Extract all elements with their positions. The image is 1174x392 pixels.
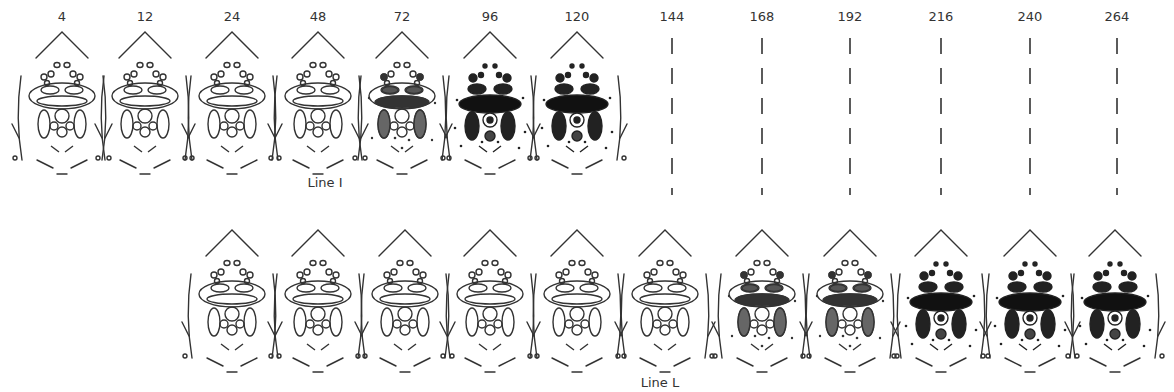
hour-label: 72 bbox=[394, 10, 411, 23]
hour-label: 192 bbox=[838, 10, 863, 23]
hour-label: 240 bbox=[1018, 10, 1043, 23]
dashed-line bbox=[672, 38, 1117, 195]
line-label: Line L bbox=[641, 376, 679, 389]
hour-label: 12 bbox=[137, 10, 154, 23]
hour-label: 4 bbox=[58, 10, 66, 23]
hour-label: 264 bbox=[1105, 10, 1130, 23]
hour-label: 48 bbox=[310, 10, 327, 23]
hour-label: 120 bbox=[565, 10, 590, 23]
hour-label: 96 bbox=[482, 10, 499, 23]
hour-label: 144 bbox=[660, 10, 685, 23]
hour-label: 168 bbox=[750, 10, 775, 23]
line-label: Line I bbox=[307, 176, 342, 189]
hour-label: 24 bbox=[224, 10, 241, 23]
hour-label: 216 bbox=[929, 10, 954, 23]
